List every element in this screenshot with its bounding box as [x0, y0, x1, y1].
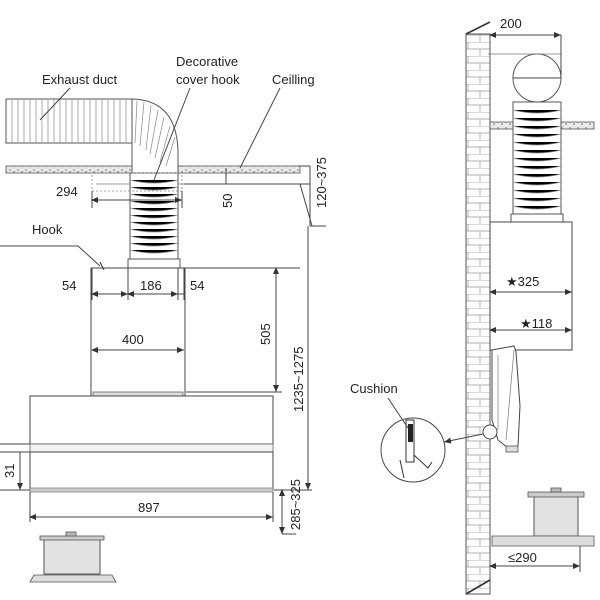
- dim-star-118: ★118: [489, 316, 572, 333]
- dim-50: 50: [184, 168, 310, 208]
- chimney-cover: [90, 267, 186, 397]
- svg-text:54: 54: [190, 278, 204, 293]
- label-ceiling: Ceilling: [272, 72, 315, 87]
- svg-text:505: 505: [258, 323, 273, 345]
- svg-text:294: 294: [56, 184, 78, 199]
- label-decorative-cover-hook-line1: Decorative: [176, 54, 238, 69]
- svg-text:50: 50: [220, 194, 235, 208]
- cover-bracket: [91, 172, 183, 192]
- cushion-detail: [380, 417, 446, 483]
- dim-290: ≤290: [489, 546, 581, 572]
- label-decorative-cover-hook-line2: cover hook: [176, 72, 240, 87]
- svg-text:★325: ★325: [506, 274, 539, 289]
- svg-text:897: 897: [138, 500, 160, 515]
- hood-body: [29, 395, 274, 493]
- cooktop-pot-side: [491, 487, 595, 547]
- brick-wall: [465, 33, 491, 595]
- svg-text:1235~1275: 1235~1275: [291, 347, 306, 412]
- label-hook: Hook: [32, 222, 63, 237]
- svg-text:200: 200: [500, 16, 522, 31]
- flexible-duct-vertical: [127, 172, 181, 269]
- svg-text:285~325: 285~325: [288, 479, 303, 530]
- dim-54-186-54: 54 186 54: [62, 268, 204, 300]
- duct-section-top: [488, 53, 562, 103]
- svg-text:186: 186: [140, 278, 162, 293]
- svg-text:★118: ★118: [520, 316, 552, 331]
- flexible-duct-side: [510, 101, 564, 223]
- label-exhaust-duct: Exhaust duct: [42, 72, 118, 87]
- svg-text:31: 31: [2, 464, 17, 478]
- dim-505: 505: [186, 267, 282, 393]
- exhaust-duct: [5, 98, 179, 174]
- dim-120-375: 120~375: [298, 157, 329, 227]
- dim-285-325: 285~325: [279, 479, 303, 535]
- dim-400: 400: [91, 332, 184, 353]
- dim-star-325: ★325: [489, 274, 572, 295]
- dim-200: 200: [489, 16, 562, 78]
- svg-text:120~375: 120~375: [314, 157, 329, 208]
- label-cushion: Cushion: [350, 381, 398, 396]
- dim-294: 294: [56, 184, 183, 208]
- svg-text:≤290: ≤290: [508, 550, 537, 565]
- dim-897: 897: [29, 492, 274, 522]
- svg-text:54: 54: [62, 278, 76, 293]
- cushion-marker: [482, 424, 498, 440]
- cooktop-pot: [29, 531, 117, 583]
- dim-1235-1275: 1235~1275: [274, 226, 312, 491]
- svg-text:400: 400: [122, 332, 144, 347]
- dim-31: 31: [0, 443, 30, 491]
